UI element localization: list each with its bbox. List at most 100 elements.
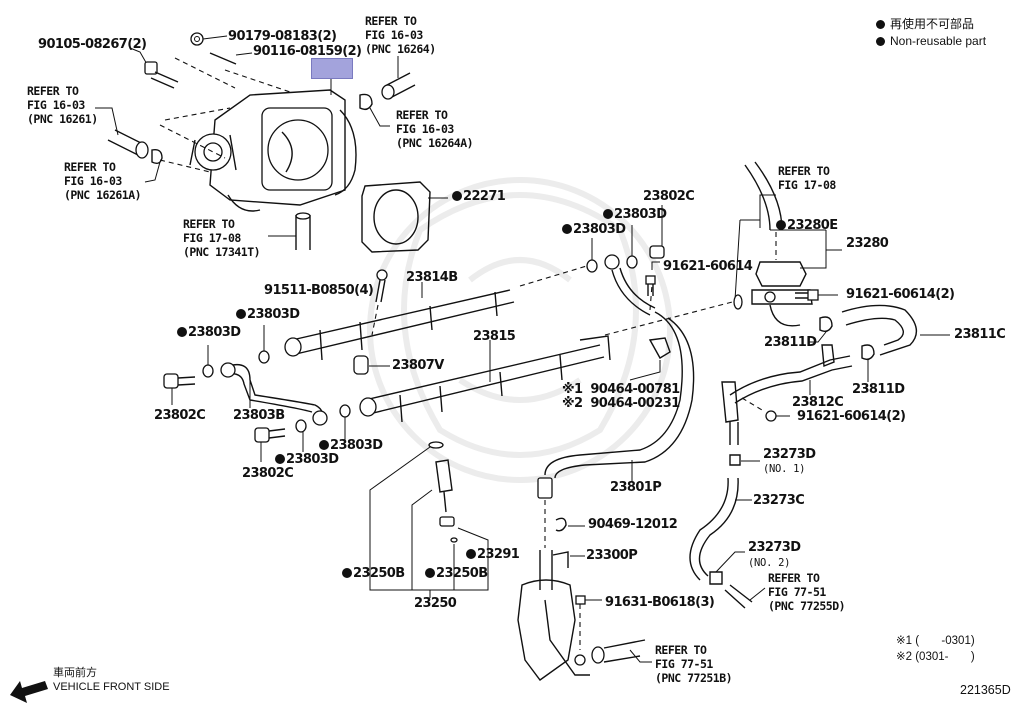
- part-label[interactable]: 23811D: [764, 335, 817, 350]
- non-reusable-dot-icon: [776, 220, 786, 230]
- part-label[interactable]: 23273D: [763, 447, 816, 462]
- part-label[interactable]: 90179-08183(2): [228, 29, 337, 44]
- note-applicability-1: ※1 ( -0301): [896, 635, 975, 647]
- part-label-non-reusable[interactable]: 23803D: [562, 222, 626, 237]
- hose-16261: [95, 107, 149, 159]
- clamp-23811D-b: [861, 344, 875, 382]
- part-label-non-reusable[interactable]: 23803D: [177, 326, 241, 340]
- part-number: 23250B: [436, 566, 488, 581]
- part-label[interactable]: 23802C: [643, 189, 695, 204]
- part-label[interactable]: 23273D: [748, 540, 801, 555]
- non-reusable-dot-icon: [452, 191, 462, 201]
- clip-90469: [555, 517, 585, 532]
- part-label-non-reusable[interactable]: 23803D: [275, 453, 339, 467]
- front-side-en: VEHICLE FRONT SIDE: [53, 681, 170, 693]
- note-applicability-2: ※2 (0301- ): [896, 651, 975, 663]
- part-label[interactable]: 23807V: [392, 358, 444, 373]
- clamp-23811D-a: [808, 316, 833, 343]
- part-label[interactable]: 91631-B0618(3): [605, 595, 715, 610]
- part-label[interactable]: 23814B: [406, 270, 458, 285]
- damper-23807V: [353, 355, 390, 375]
- clamp-16261A: [144, 148, 163, 183]
- highlight-box[interactable]: [311, 58, 353, 79]
- part-label[interactable]: 23802C: [154, 408, 206, 423]
- refer-note[interactable]: REFER TO FIG 16-03 (PNC 16264): [365, 14, 436, 56]
- part-label-non-reusable[interactable]: 23280E: [776, 219, 838, 233]
- part-number: 23250B: [353, 566, 405, 581]
- part-label-non-reusable[interactable]: 23250B: [342, 567, 405, 581]
- fuel-pipe-23801-upper: [604, 254, 656, 316]
- part-label-non-reusable[interactable]: 23803D: [236, 307, 300, 322]
- part-label[interactable]: 23815: [473, 329, 516, 344]
- part-label[interactable]: 91621-60614: [663, 259, 753, 274]
- part-label[interactable]: 90469-12012: [588, 517, 678, 532]
- legend-jp-text: 再使用不可部品: [890, 17, 975, 31]
- part-label-non-reusable[interactable]: 23803D: [319, 438, 383, 453]
- part-label[interactable]: 23273C: [753, 493, 805, 508]
- bolt-23802C-left2: [254, 427, 286, 462]
- legend-row-en: Non-reusable part: [876, 33, 986, 50]
- legend-row-jp: 再使用不可部品: [876, 16, 986, 33]
- washers-23803D-top: [586, 225, 638, 273]
- stud-90116: [209, 52, 253, 65]
- fuel-rail-23814B: [284, 282, 515, 361]
- part-label[interactable]: 23811D: [852, 382, 905, 397]
- bolt-23802C-left: [163, 373, 196, 405]
- part-label[interactable]: 23802C: [242, 466, 294, 481]
- non-reusable-dot-icon: [342, 568, 352, 578]
- hose-23273C: [689, 477, 752, 581]
- part-label[interactable]: 90116-08159(2): [253, 44, 362, 59]
- clip-90464: [629, 337, 671, 381]
- part-label[interactable]: 23811C: [954, 327, 1006, 342]
- bolt-91621-c: [741, 397, 790, 422]
- fuel-pipe-23803B: [220, 362, 328, 426]
- part-label[interactable]: ※2 90464-00231: [562, 396, 680, 411]
- bolt-23802C-top: [649, 205, 665, 259]
- part-label[interactable]: 23812C: [792, 395, 844, 410]
- refer-note[interactable]: REFER TO FIG 77-51 (PNC 77255D): [768, 571, 846, 613]
- part-number: 23803D: [614, 207, 667, 222]
- injector-23250: [369, 441, 489, 598]
- part-number: 23803D: [330, 438, 383, 453]
- part-sub-label: (NO. 1): [763, 463, 806, 475]
- hose-17341T: [268, 212, 311, 250]
- part-label[interactable]: 91621-60614(2): [797, 409, 906, 424]
- part-label-non-reusable[interactable]: 23250B: [425, 567, 488, 581]
- bolt-90105: [129, 47, 179, 89]
- non-reusable-dot-icon: [275, 454, 285, 464]
- part-label[interactable]: 91511-B0850(4): [264, 283, 374, 298]
- part-label[interactable]: 23300P: [586, 548, 638, 563]
- part-label-non-reusable[interactable]: 23291: [466, 548, 520, 562]
- non-reusable-dot-icon: [603, 209, 613, 219]
- throttle-body: [189, 89, 357, 212]
- part-label[interactable]: 23803B: [233, 408, 285, 423]
- part-label[interactable]: ※1 90464-00781: [562, 382, 680, 397]
- refer-note[interactable]: REFER TO FIG 17-08: [778, 164, 836, 192]
- watermark-emblem: [367, 177, 673, 483]
- refer-note[interactable]: REFER TO FIG 17-08 (PNC 17341T): [183, 217, 261, 259]
- legend-en-text: Non-reusable part: [890, 34, 987, 48]
- part-number: 23803D: [573, 222, 626, 237]
- fuel-pump-23300P: [517, 550, 590, 681]
- washers-23803D-left: [202, 325, 351, 452]
- part-number: 23280E: [787, 218, 838, 233]
- part-number: 23803D: [247, 307, 300, 322]
- hose-77251B: [591, 639, 652, 664]
- part-label-non-reusable[interactable]: 22271: [452, 190, 506, 204]
- part-label[interactable]: 23280: [846, 236, 889, 251]
- part-label[interactable]: 90105-08267(2): [38, 37, 147, 52]
- bolt-91621-a: [645, 261, 660, 296]
- part-label[interactable]: 23250: [414, 596, 457, 611]
- part-label-non-reusable[interactable]: 23803D: [603, 207, 667, 222]
- pressure-regulator-23280: [733, 161, 842, 327]
- non-reusable-dot-icon: [177, 327, 187, 337]
- refer-note[interactable]: REFER TO FIG 16-03 (PNC 16261): [27, 84, 98, 126]
- non-reusable-dot-icon: [425, 568, 435, 578]
- part-label[interactable]: 23801P: [610, 480, 662, 495]
- refer-note[interactable]: REFER TO FIG 16-03 (PNC 16264A): [396, 108, 474, 150]
- refer-note[interactable]: REFER TO FIG 16-03 (PNC 16261A): [64, 160, 142, 202]
- refer-note[interactable]: REFER TO FIG 77-51 (PNC 77251B): [655, 643, 733, 685]
- clamp-16264A: [359, 93, 390, 127]
- part-label[interactable]: 91621-60614(2): [846, 287, 955, 302]
